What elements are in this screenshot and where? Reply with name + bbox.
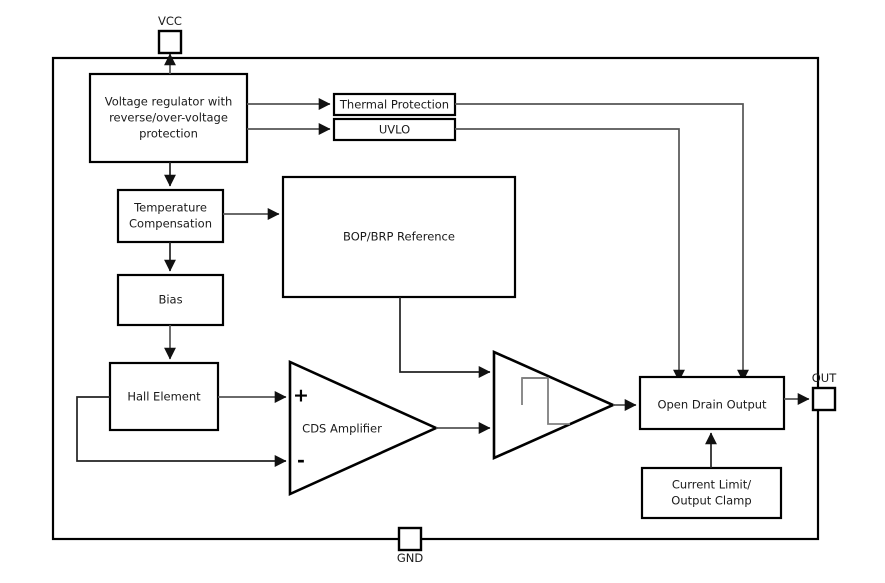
cds-amplifier-label: CDS Amplifier bbox=[302, 422, 382, 436]
uvlo-label: UVLO bbox=[379, 123, 410, 137]
open-drain-output-block bbox=[638, 375, 786, 431]
temperature-compensation-label-line2: Compensation bbox=[129, 217, 212, 231]
comparator-triangle bbox=[492, 349, 617, 461]
open-drain-output-label: Open Drain Output bbox=[657, 398, 767, 412]
current-limit-label-line2: Output Clamp bbox=[671, 494, 751, 508]
cds-amplifier-minus-sign: - bbox=[297, 450, 305, 472]
gnd-pin-square bbox=[397, 526, 423, 552]
wire-uvlo-to-open-drain bbox=[455, 128, 685, 382]
vcc-pin-square bbox=[157, 29, 183, 55]
chip-boundary bbox=[51, 56, 820, 541]
bias-label: Bias bbox=[158, 293, 182, 307]
current-limit-output-clamp-block bbox=[640, 466, 783, 520]
bop-brp-reference-label: BOP/BRP Reference bbox=[343, 230, 455, 244]
out-pin-square bbox=[811, 386, 837, 412]
wire-bopbrp-to-comparator bbox=[399, 297, 491, 378]
cds-amplifier-triangle bbox=[288, 359, 440, 497]
voltage-regulator-label-line2: reverse/over-voltage bbox=[109, 111, 228, 125]
voltage-regulator-label-line1: Voltage regulator with bbox=[105, 95, 233, 109]
hysteresis-icon bbox=[521, 377, 570, 425]
out-pin-label: OUT bbox=[812, 371, 837, 385]
current-limit-label-line1: Current Limit/ bbox=[672, 478, 751, 492]
temperature-compensation-label-line1: Temperature bbox=[133, 201, 207, 215]
voltage-regulator-block bbox=[88, 72, 249, 164]
vcc-pin-label: VCC bbox=[158, 14, 182, 28]
bop-brp-reference-block bbox=[281, 175, 517, 299]
hall-element-label: Hall Element bbox=[127, 390, 201, 404]
voltage-regulator-label-line3: protection bbox=[139, 127, 198, 141]
cds-amplifier-plus-sign: + bbox=[293, 385, 309, 407]
gnd-pin-label: GND bbox=[397, 551, 424, 565]
thermal-protection-label: Thermal Protection bbox=[339, 98, 449, 112]
wire-thermal-to-open-drain bbox=[455, 103, 749, 382]
wire-hall-to-cds-minus bbox=[76, 396, 287, 467]
